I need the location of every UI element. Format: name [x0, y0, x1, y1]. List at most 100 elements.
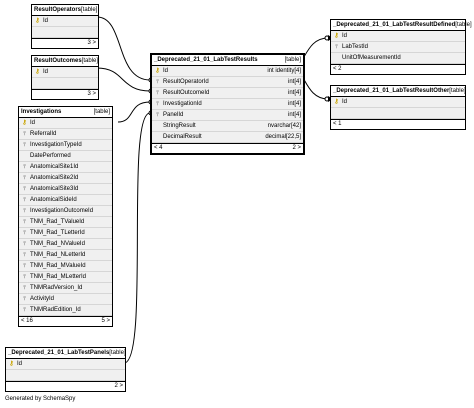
- table-lab-test-results[interactable]: _Deprecated_21_01_LabTestResults [table]…: [150, 53, 305, 155]
- footer-parents: < 4: [154, 145, 163, 151]
- primary-key-icon: ⚷: [9, 361, 14, 367]
- column-name: Id: [342, 33, 348, 39]
- column-name: Id: [342, 99, 348, 105]
- empty-row: [32, 27, 98, 38]
- table-result-operators[interactable]: ResultOperators [table] ⚷ Id 3 >: [31, 4, 99, 49]
- column-row: ⚷Id: [331, 31, 465, 42]
- column-row: ⚷ Id: [32, 67, 98, 78]
- table-footer: < 16 5 >: [19, 316, 112, 326]
- column-row: ⫯AnatomicalSite2Id: [19, 173, 112, 184]
- table-type: [table]: [81, 7, 98, 13]
- foreign-key-icon: ⫯: [23, 274, 26, 280]
- column-row: ⫯ InvestigationTypeId: [19, 140, 112, 151]
- column-name: ActivityId: [30, 296, 55, 302]
- footer-children: 3 >: [87, 40, 96, 46]
- primary-key-icon: ⚷: [155, 68, 160, 74]
- edge-lab-test-panels: [123, 112, 151, 364]
- column-type: decimal[22,5]: [265, 134, 301, 140]
- foreign-key-icon: ⫯: [23, 252, 26, 258]
- table-header: _Deprecated_21_01_LabTestResultOther [ta…: [331, 86, 466, 97]
- column-row: DecimalResult decimal[22,5]: [152, 132, 303, 143]
- foreign-key-icon: ⫯: [23, 307, 26, 313]
- column-row: ⫯TNM_Rad_TValueId: [19, 217, 112, 228]
- column-row: ⫯ReferralId: [19, 129, 112, 140]
- table-header: ResultOutcomes [table]: [32, 56, 98, 67]
- column-name: TNM_Rad_MLetterId: [30, 274, 87, 280]
- foreign-key-icon: ⫯: [23, 164, 26, 170]
- column-name: DecimalResult: [163, 134, 202, 140]
- foreign-key-icon: ⫯: [23, 186, 26, 192]
- table-footer: < 4 2 >: [152, 143, 303, 153]
- table-lab-test-result-defined[interactable]: _Deprecated_21_01_LabTestResultDefined […: [330, 19, 472, 75]
- empty-row: [32, 78, 98, 89]
- foreign-key-icon: ⫯: [23, 285, 26, 291]
- column-name: TNMRadVersion_Id: [30, 285, 83, 291]
- column-row: ⫯AnatomicalSite3Id: [19, 184, 112, 195]
- column-name: TNM_Rad_NLetterId: [30, 252, 86, 258]
- primary-key-icon: ⚷: [35, 69, 40, 75]
- table-footer: 2 >: [6, 381, 125, 391]
- table-name: _Deprecated_21_01_LabTestResults: [154, 57, 258, 63]
- footer-parents: < 1: [333, 121, 342, 127]
- column-row: ⫯ TNM_Rad_NLetterId: [19, 250, 112, 261]
- column-type: int[4]: [287, 90, 301, 96]
- column-row: UnitOfMeasurementId: [331, 53, 465, 64]
- column-name: Id: [30, 120, 36, 126]
- column-row: ⚷Id: [331, 97, 465, 108]
- column-row: ⫯ TNM_Rad_MLetterId: [19, 272, 112, 283]
- column-row: ⫯ InvestigationOutcomeId: [19, 206, 112, 217]
- column-row: ⚷ Id: [6, 359, 125, 370]
- column-row: ⫯LabTestId: [331, 42, 465, 53]
- table-lab-test-result-other[interactable]: _Deprecated_21_01_LabTestResultOther [ta…: [330, 85, 466, 130]
- foreign-key-icon: ⫯: [156, 101, 159, 107]
- column-name: DatePerformed: [30, 153, 71, 159]
- empty-row: [331, 108, 465, 119]
- column-name: StringResult: [163, 123, 196, 129]
- table-header: _Deprecated_21_01_LabTestPanels [table]: [6, 348, 126, 359]
- table-name: _Deprecated_21_01_LabTestResultOther: [333, 88, 450, 94]
- column-name: AnatomicalSite1Id: [30, 164, 79, 170]
- table-result-outcomes[interactable]: ResultOutcomes [table] ⚷ Id 3 >: [31, 55, 99, 100]
- column-name: InvestigationOutcomeId: [30, 208, 94, 214]
- table-footer: < 2: [331, 64, 465, 74]
- column-row: ⚷Id: [19, 118, 112, 129]
- footer-children: 2 >: [292, 145, 301, 151]
- table-investigations[interactable]: Investigations [table] ⚷Id ⫯ReferralId ⫯…: [18, 106, 113, 327]
- column-row: ⫯ TNMRadEdition_Id: [19, 305, 112, 316]
- table-type: [table]: [284, 57, 301, 63]
- foreign-key-icon: ⫯: [156, 90, 159, 96]
- column-row: ⫯ TNMRadVersion_Id: [19, 283, 112, 294]
- column-name: TNM_Rad_NValueId: [30, 241, 85, 247]
- column-name: Id: [43, 18, 49, 24]
- column-row: DatePerformed: [19, 151, 112, 162]
- column-name: Id: [17, 361, 23, 367]
- foreign-key-icon: ⫯: [23, 208, 26, 214]
- foreign-key-icon: ⫯: [156, 79, 159, 85]
- column-type: nvarchar[42]: [267, 123, 301, 129]
- edge-result-operators: [96, 16, 151, 81]
- table-header: ResultOperators [table]: [32, 5, 98, 16]
- primary-key-icon: ⚷: [22, 120, 27, 126]
- foreign-key-icon: ⫯: [23, 296, 26, 302]
- foreign-key-icon: ⫯: [156, 112, 159, 118]
- edge-result-outcomes: [96, 67, 151, 92]
- primary-key-icon: ⚷: [35, 18, 40, 24]
- column-row: ⫯ AnatomicalSite1Id: [19, 162, 112, 173]
- table-lab-test-panels[interactable]: _Deprecated_21_01_LabTestPanels [table] …: [5, 347, 126, 392]
- foreign-key-icon: ⫯: [23, 142, 26, 148]
- column-name: Id: [43, 69, 49, 75]
- column-name: TNMRadEdition_Id: [30, 307, 81, 313]
- column-row: StringResult nvarchar[42]: [152, 121, 303, 132]
- foreign-key-icon: ⫯: [335, 44, 338, 50]
- table-type: [table]: [93, 109, 110, 115]
- column-type: int[4]: [287, 101, 301, 107]
- foreign-key-icon: ⫯: [23, 230, 26, 236]
- column-row: ⚷ Id: [32, 16, 98, 27]
- footer-children: 5 >: [101, 318, 110, 324]
- column-name: InvestigationTypeId: [30, 142, 82, 148]
- footer-children: 2 >: [114, 383, 123, 389]
- footer-parents: < 16: [21, 318, 33, 324]
- column-name: ResultOperatorId: [163, 79, 209, 85]
- table-name: _Deprecated_21_01_LabTestResultDefined: [333, 22, 456, 28]
- table-name: _Deprecated_21_01_LabTestPanels: [8, 350, 110, 356]
